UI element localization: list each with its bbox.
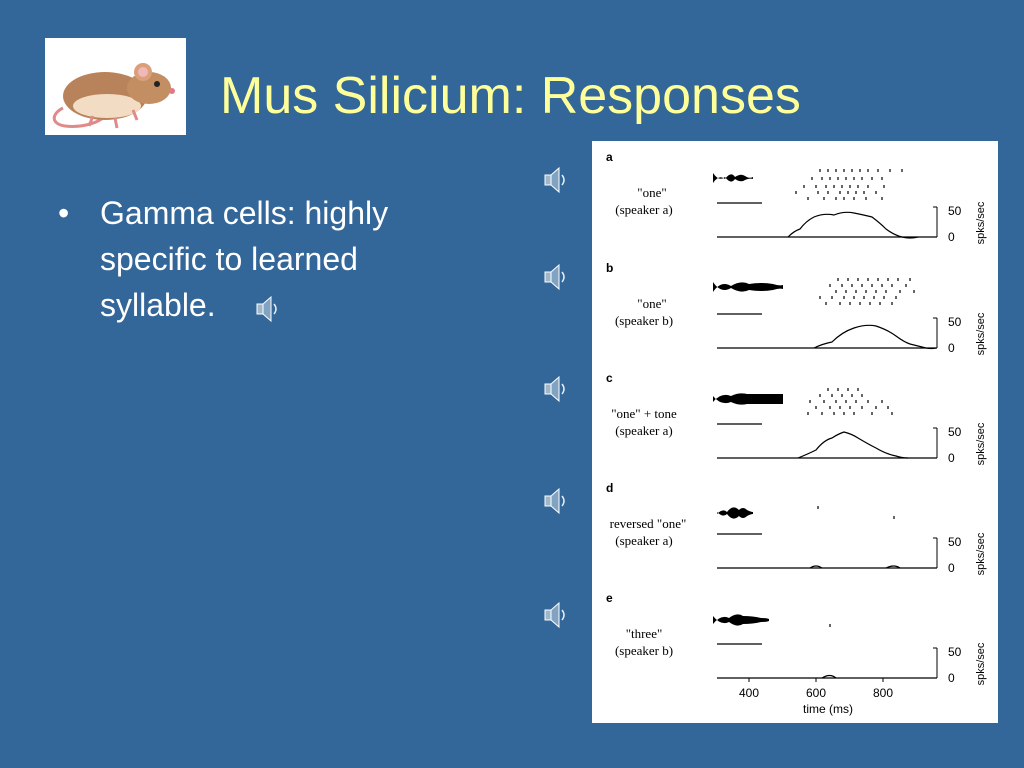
y-tick-50: 50: [948, 204, 962, 218]
panel-b: b "one" (speaker b) 50 0 spks/sec: [606, 261, 987, 355]
spike-raster: [819, 278, 915, 305]
y-tick-50: 50: [948, 535, 962, 549]
y-axis: [933, 317, 938, 349]
sound-waveform: [713, 173, 753, 183]
stimulus-label: "one": [637, 185, 666, 200]
spike-raster: [807, 388, 893, 415]
stimulus-label: "one" + tone: [611, 406, 677, 421]
y-axis: [933, 206, 938, 238]
y-axis-label: spks/sec: [975, 312, 987, 355]
y-axis: [933, 647, 938, 679]
bullet-text: Gamma cells: highly specific to learned …: [100, 190, 388, 328]
x-axis-label: time (ms): [803, 702, 853, 716]
bullet-item: • Gamma cells: highly specific to learne…: [58, 190, 478, 328]
speaker-icon[interactable]: [542, 600, 568, 630]
panel-d: d reversed "one" (speaker a) 50 0 spks/s…: [606, 481, 987, 575]
stimulus-label: "three": [626, 626, 663, 641]
stimulus-label: "one": [637, 296, 666, 311]
rat-icon: [52, 63, 175, 129]
bullet-line: Gamma cells: highly: [100, 195, 389, 231]
panel-letter: b: [606, 261, 613, 275]
y-tick-0: 0: [948, 230, 955, 244]
y-tick-0: 0: [948, 561, 955, 575]
y-axis: [933, 537, 938, 569]
firing-rate-curve: [787, 211, 919, 239]
speaker-icon[interactable]: [542, 165, 568, 195]
firing-rate-curve: [797, 431, 909, 459]
x-axis-ticks: [748, 678, 884, 682]
speaker-icon[interactable]: [542, 486, 568, 516]
sound-waveform: [713, 614, 769, 626]
sound-waveform: [717, 507, 753, 519]
sound-waveform: [713, 393, 783, 405]
y-axis: [933, 427, 938, 459]
speaker-label: (speaker b): [615, 643, 673, 658]
panel-c: c "one" + tone (speaker a) 50 0 spks/sec: [606, 371, 987, 465]
firing-rate-curve: [809, 565, 901, 569]
panel-letter: c: [606, 371, 613, 385]
y-tick-0: 0: [948, 341, 955, 355]
rat-logo: [45, 38, 186, 135]
bullet-line: syllable.: [100, 287, 216, 323]
panel-letter: d: [606, 481, 613, 495]
sound-waveform: [713, 282, 783, 292]
speaker-label: (speaker a): [615, 533, 672, 548]
y-tick-0: 0: [948, 451, 955, 465]
slide-title: Mus Silicium: Responses: [220, 67, 801, 125]
spike-raster: [795, 169, 903, 200]
panel-letter: a: [606, 150, 613, 164]
x-tick-800: 800: [873, 686, 893, 700]
x-tick-600: 600: [806, 686, 826, 700]
y-tick-0: 0: [948, 671, 955, 685]
y-axis-label: spks/sec: [975, 642, 987, 685]
bullet-line: specific to learned: [100, 241, 358, 277]
panel-e: e "three" (speaker b) 50 0 spks/sec 400 …: [606, 591, 987, 716]
speaker-label: (speaker a): [615, 202, 672, 217]
firing-rate-curve: [813, 324, 937, 350]
x-tick-400: 400: [739, 686, 759, 700]
y-axis-label: spks/sec: [975, 201, 987, 244]
spike-raster: [817, 506, 895, 519]
speaker-label: (speaker a): [615, 423, 672, 438]
panel-a: a "one" (speaker a) 50 0 spks/sec: [606, 150, 987, 244]
stimulus-label: reversed "one": [610, 516, 687, 531]
firing-rate-curve: [821, 674, 837, 679]
y-tick-50: 50: [948, 425, 962, 439]
panel-letter: e: [606, 591, 613, 605]
y-tick-50: 50: [948, 645, 962, 659]
y-axis-label: spks/sec: [975, 532, 987, 575]
neural-response-figure: a "one" (speaker a) 50 0 spks/sec b "one…: [592, 141, 998, 723]
bullet-list: • Gamma cells: highly specific to learne…: [58, 190, 478, 328]
speaker-icon[interactable]: [542, 262, 568, 292]
speaker-icon[interactable]: [254, 294, 280, 324]
bullet-marker: •: [58, 195, 70, 231]
y-axis-label: spks/sec: [975, 422, 987, 465]
speaker-label: (speaker b): [615, 313, 673, 328]
speaker-icon[interactable]: [542, 374, 568, 404]
y-tick-50: 50: [948, 315, 962, 329]
